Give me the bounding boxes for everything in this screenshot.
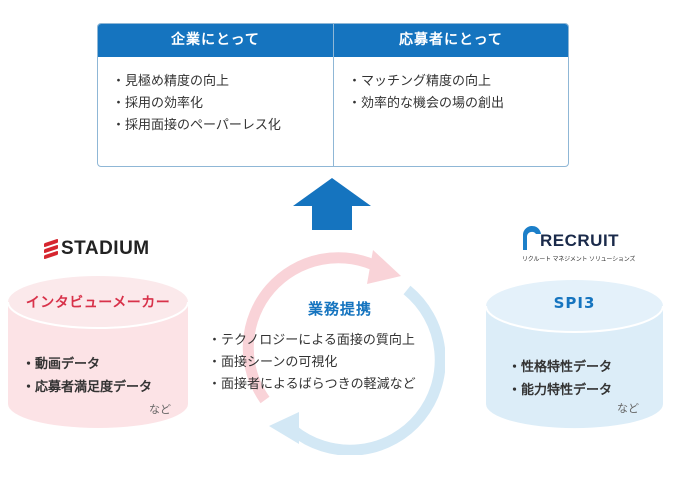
- company-benefits-list: 見極め精度の向上 採用の効率化 採用面接のペーパーレス化: [98, 57, 333, 137]
- company-benefit-item: 採用の効率化: [112, 93, 333, 115]
- recruit-logo-subtitle: リクルート マネジメント ソリューションズ: [522, 256, 636, 263]
- spi3-data-list: 性格特性データ 能力特性データ: [508, 356, 612, 402]
- stadium-logo: STADIUM: [44, 237, 150, 261]
- interview-maker-etc: など: [149, 403, 171, 416]
- partnership-title: 業務提携: [307, 300, 372, 318]
- cycle-arrowhead-blue: [269, 412, 299, 444]
- applicant-benefits-list: マッチング精度の向上 効率的な機会の場の創出: [334, 57, 568, 115]
- stadium-logo-text: STADIUM: [61, 238, 150, 259]
- spi3-data-item: 性格特性データ: [508, 356, 612, 379]
- partnership-cycle: [242, 250, 445, 455]
- recruit-logo-text: RECRUIT: [540, 231, 620, 250]
- applicant-benefit-item: 効率的な機会の場の創出: [348, 93, 568, 115]
- spi3-title: SPI3: [553, 294, 596, 312]
- partnership-item: 面接者によるばらつきの軽減など: [208, 374, 416, 396]
- company-benefit-item: 採用面接のペーパーレス化: [112, 115, 333, 137]
- stadium-logo-mark-icon: [44, 238, 58, 260]
- partnership-item: 面接シーンの可視化: [208, 352, 416, 374]
- spi3-data-item: 能力特性データ: [508, 379, 612, 402]
- recruit-logo-mark-icon: [522, 225, 541, 250]
- interview-maker-cylinder: インタビューメーカー 動画データ 応募者満足度データ など: [6, 274, 190, 429]
- up-arrow-icon: [293, 178, 371, 230]
- interview-maker-data-item: 動画データ: [22, 353, 152, 376]
- applicant-benefits-column: 応募者にとって マッチング精度の向上 効率的な機会の場の創出: [334, 24, 568, 166]
- company-benefit-item: 見極め精度の向上: [112, 71, 333, 93]
- cycle-arrowhead-pink: [367, 250, 401, 284]
- interview-maker-data-item: 応募者満足度データ: [22, 376, 152, 399]
- spi3-cylinder: SPI3 性格特性データ 能力特性データ など: [484, 278, 665, 430]
- cycle-arrow-blue: [289, 285, 445, 455]
- spi3-etc: など: [617, 402, 639, 415]
- applicant-benefits-header: 応募者にとって: [334, 24, 568, 57]
- benefits-table: 企業にとって 見極め精度の向上 採用の効率化 採用面接のペーパーレス化 応募者に…: [97, 23, 569, 167]
- partnership-list: テクノロジーによる面接の質向上 面接シーンの可視化 面接者によるばらつきの軽減な…: [208, 330, 416, 396]
- interview-maker-title: インタビューメーカー: [25, 295, 171, 311]
- recruit-logo: RECRUIT リクルート マネジメント ソリューションズ: [520, 224, 640, 270]
- company-benefits-column: 企業にとって 見極め精度の向上 採用の効率化 採用面接のペーパーレス化: [98, 24, 334, 166]
- company-benefits-header: 企業にとって: [98, 24, 333, 57]
- partnership-item: テクノロジーによる面接の質向上: [208, 330, 416, 352]
- interview-maker-data-list: 動画データ 応募者満足度データ: [22, 353, 152, 399]
- applicant-benefit-item: マッチング精度の向上: [348, 71, 568, 93]
